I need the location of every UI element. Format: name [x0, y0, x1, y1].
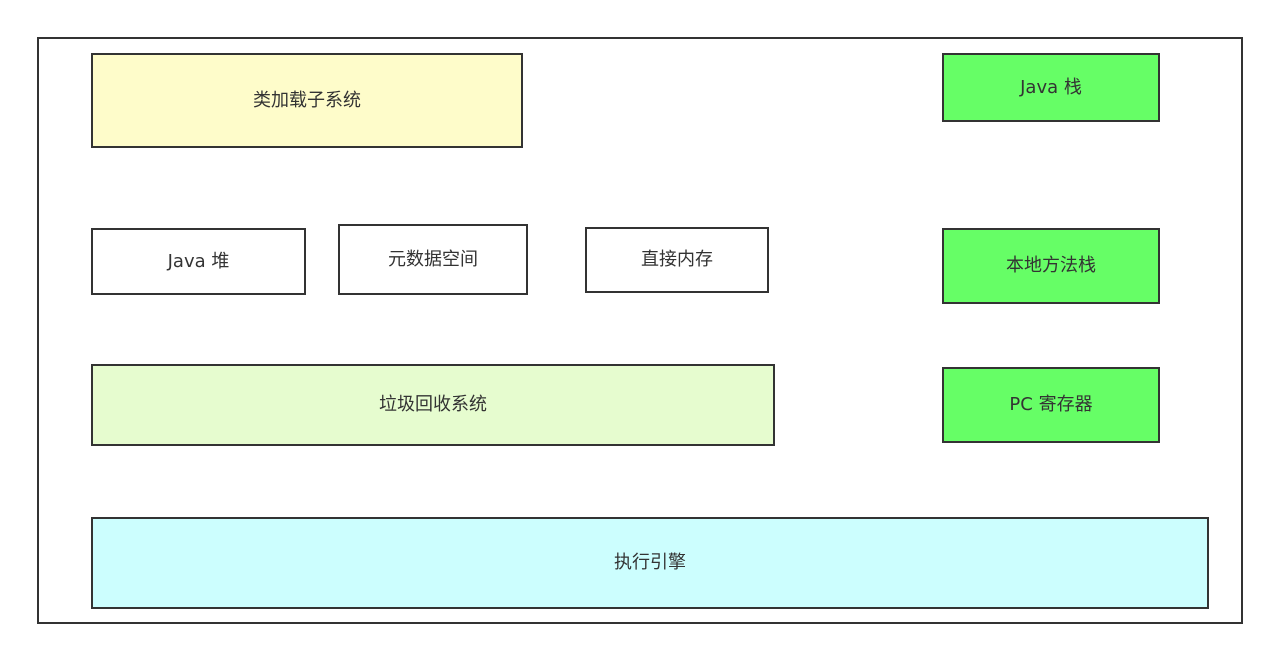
metaspace-label: 元数据空间: [388, 248, 478, 270]
pc-register-box: PC 寄存器: [942, 367, 1160, 443]
garbage-collection-system-box: 垃圾回收系统: [91, 364, 775, 446]
native-method-stack-label: 本地方法栈: [1006, 255, 1096, 276]
java-stack-label: Java 栈: [1020, 76, 1082, 98]
garbage-collection-system-label: 垃圾回收系统: [379, 394, 487, 415]
metaspace-box: 元数据空间: [338, 224, 528, 295]
execution-engine-label: 执行引擎: [614, 552, 686, 573]
java-heap-label: Java 堆: [167, 250, 230, 272]
direct-memory-label: 直接内存: [641, 249, 713, 270]
pc-register-label: PC 寄存器: [1009, 394, 1093, 415]
java-stack-box: Java 栈: [942, 53, 1160, 122]
native-method-stack-box: 本地方法栈: [942, 228, 1160, 304]
java-heap-box: Java 堆: [91, 228, 306, 295]
class-loader-subsystem-label: 类加载子系统: [253, 89, 361, 111]
class-loader-subsystem-box: 类加载子系统: [91, 53, 523, 148]
direct-memory-box: 直接内存: [585, 227, 769, 293]
execution-engine-box: 执行引擎: [91, 517, 1209, 609]
